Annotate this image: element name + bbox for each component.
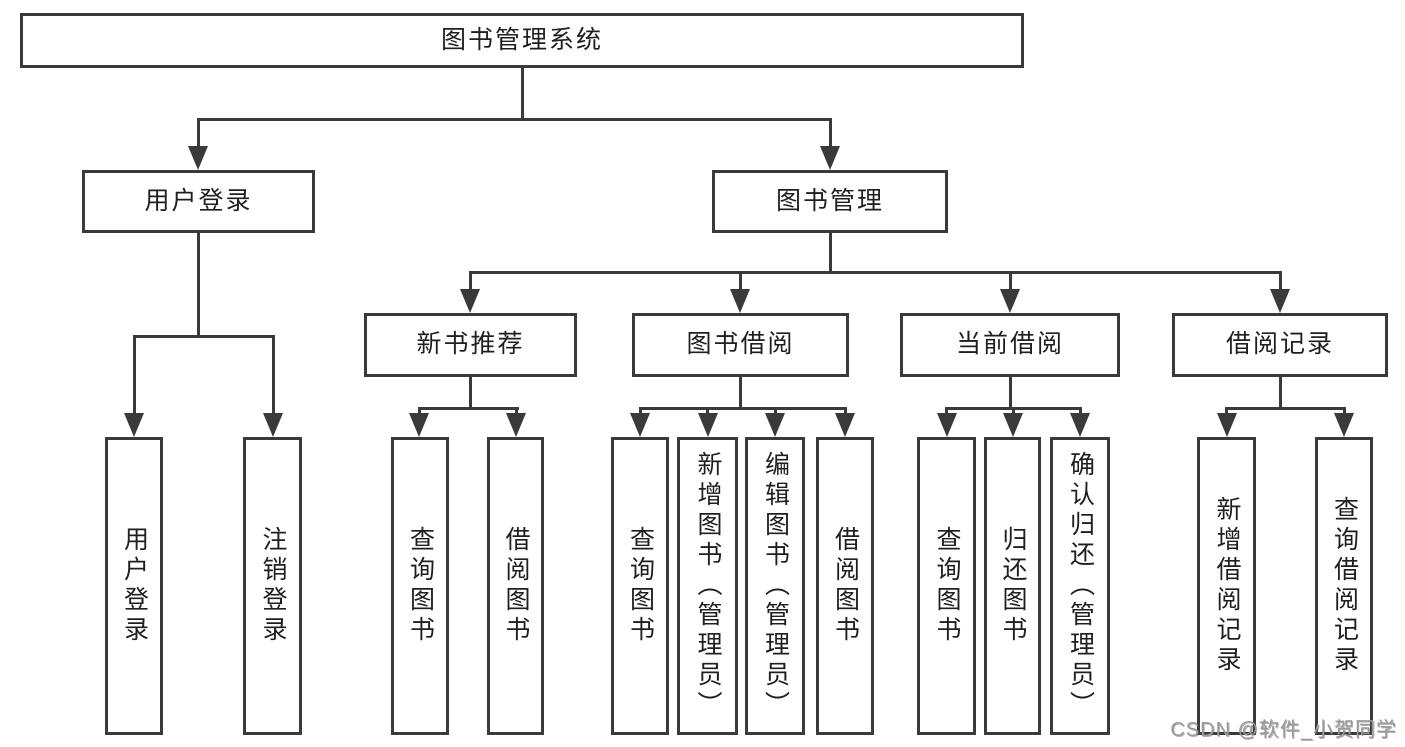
connector-line [1008,377,1012,410]
connector-line [843,407,847,417]
leaf-logout-login: 注销登录 [243,437,302,735]
watermark: CSDN @软件_小贺同学 [1170,719,1397,741]
arrow-down-icon [630,413,650,437]
connector-line [417,407,421,417]
node-library-system: 图书管理系统 [20,13,1024,68]
connector-line [132,335,136,417]
arrow-down-icon [460,289,480,313]
node-label: 编辑图书（管理员） [761,451,790,721]
node-borrowing-records: 借阅记录 [1172,313,1388,377]
connector-line [638,407,847,410]
arrow-down-icon [936,413,957,437]
leaf-add-borrow-record: 新增借阅记录 [1197,437,1256,735]
node-label: 用户登录 [120,526,149,646]
node-label: 借阅记录 [1225,330,1334,359]
connector-line [1225,407,1228,417]
node-label: 确认归还（管理员） [1066,451,1095,721]
node-label: 借阅图书 [831,526,860,646]
connector-line [1278,377,1282,410]
connector-line [738,377,742,410]
arrow-down-icon [188,146,208,170]
connector-line [1278,271,1282,293]
arrow-down-icon [1003,413,1023,437]
arrow-down-icon [820,146,840,170]
connector-line [417,407,519,410]
node-user-login: 用户登录 [82,170,315,233]
node-label: 新增借阅记录 [1213,496,1241,676]
node-label: 查询图书 [626,526,655,646]
leaf-borrow-books-recommend: 借阅图书 [487,437,544,735]
leaf-user-login: 用户登录 [105,437,163,735]
connector-line [132,335,275,338]
connector-line [196,118,200,148]
connector-line [828,233,832,274]
arrow-down-icon [1270,289,1290,313]
node-label: 查询图书 [406,526,435,646]
connector-line [520,68,524,121]
arrow-down-icon [1070,413,1090,437]
node-label: 查询图书 [933,526,961,646]
connector-line [271,335,275,417]
connector-line [1078,407,1082,417]
leaf-confirm-return-admin: 确认归还（管理员） [1050,437,1110,735]
arrow-down-icon [1000,289,1020,313]
node-book-borrowing: 图书借阅 [632,313,849,377]
arrow-down-icon [1216,413,1237,437]
node-label: 归还图书 [999,526,1027,646]
connector-line [468,377,472,410]
node-current-borrowing: 当前借阅 [900,313,1120,377]
connector-line [468,271,472,293]
connector-line [828,118,832,148]
node-label: 图书管理 [775,186,884,215]
node-label: 查询借阅记录 [1330,496,1359,676]
connector-line [514,407,518,417]
leaf-add-books-admin: 新增图书（管理员） [677,437,738,735]
node-label: 注销登录 [259,526,287,646]
leaf-query-borrow-record: 查询借阅记录 [1315,437,1373,735]
node-label: 新增图书（管理员） [694,451,722,721]
leaf-return-books: 归还图书 [984,437,1041,735]
arrow-down-icon [765,413,785,437]
node-new-book-recommendation: 新书推荐 [364,313,577,377]
connector-line [706,407,709,417]
arrow-down-icon [697,413,718,437]
node-label: 图书管理系统 [440,25,603,54]
connector-line [738,271,742,293]
connector-line [945,407,948,417]
node-label: 当前借阅 [955,330,1064,359]
node-label: 用户登录 [144,186,253,215]
arrow-down-icon [730,289,750,313]
connector-line [196,118,832,121]
connector-line [1011,407,1015,417]
connector-line [468,271,1282,274]
node-label: 图书借阅 [686,330,795,359]
arrow-down-icon [1334,413,1354,437]
node-book-management: 图书管理 [712,170,948,233]
connector-line [638,407,642,417]
arrow-down-icon [409,413,429,437]
connector-line [1008,271,1012,293]
node-label: 新书推荐 [416,330,525,359]
connector-line [196,233,200,338]
leaf-edit-books-admin: 编辑图书（管理员） [745,437,805,735]
leaf-query-books-recommend: 查询图书 [391,437,449,735]
leaf-query-books-current: 查询图书 [917,437,976,735]
leaf-query-books-borrowing: 查询图书 [611,437,669,735]
node-label: 借阅图书 [502,526,530,646]
connector-line [1225,407,1346,410]
leaf-borrow-books-borrowing: 借阅图书 [816,437,874,735]
arrow-down-icon [124,413,144,437]
arrow-down-icon [263,413,283,437]
connector-line [1342,407,1346,417]
arrow-down-icon [835,413,855,437]
arrow-down-icon [506,413,526,437]
connector-line [773,407,777,417]
